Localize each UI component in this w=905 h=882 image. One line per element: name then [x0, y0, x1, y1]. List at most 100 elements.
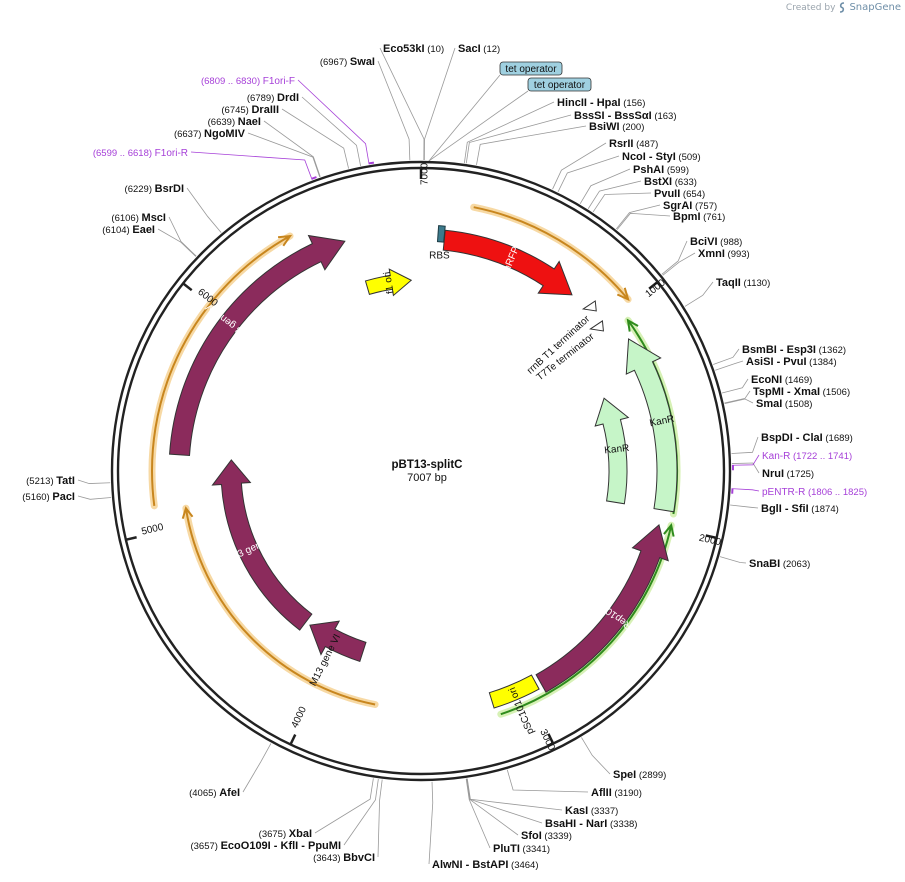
- leader-line: [731, 436, 759, 454]
- enzyme-eaei[interactable]: (6104) EaeI: [102, 224, 155, 236]
- leader-line: [77, 495, 112, 500]
- enzyme-bspdi-clai[interactable]: BspDI - ClaI (1689): [761, 432, 853, 444]
- site-name: Kan-R: [762, 451, 790, 462]
- site-name: SfoI: [521, 830, 542, 842]
- orf-arc: [151, 235, 291, 507]
- leader-line: [552, 142, 607, 190]
- leader-line: [731, 462, 760, 474]
- feature-f1-ori[interactable]: [364, 268, 413, 297]
- enzyme-ngomiv[interactable]: (6637) NgoMIV: [174, 128, 246, 140]
- enzyme-bbvci[interactable]: (3643) BbvCI: [313, 852, 375, 864]
- site-position: (757): [692, 201, 717, 212]
- site-position: (1469): [782, 375, 812, 386]
- leader-line: [719, 556, 747, 564]
- enzyme-pvuii[interactable]: PvuII (654): [654, 188, 705, 200]
- plasmid-name: pBT13-splitC: [392, 459, 463, 471]
- site-name: XbaI: [289, 828, 312, 840]
- primer-f1ori-f[interactable]: (6809 .. 6830) F1ori-F: [201, 76, 295, 87]
- enzyme-sfoi[interactable]: SfoI (3339): [521, 830, 572, 842]
- feature-kanr[interactable]: [594, 397, 630, 505]
- enzyme-drdi[interactable]: (6789) DrdI: [247, 92, 299, 104]
- enzyme-tspmi-xmai[interactable]: TspMI - XmaI (1506): [753, 386, 850, 398]
- enzyme-sgrai[interactable]: SgrAI (757): [663, 200, 717, 212]
- site-position: (6229): [125, 184, 155, 195]
- site-position: (200): [620, 122, 645, 133]
- enzyme-bsrdi[interactable]: (6229) BsrDI: [125, 183, 184, 195]
- enzyme-ncoi-styi[interactable]: NcoI - StyI (509): [622, 151, 701, 163]
- site-position: (2063): [780, 559, 810, 570]
- site-name: BsmBI - Esp3I: [742, 344, 816, 356]
- enzyme-bsssi-bsss-i[interactable]: BssSI - BssSαI (163): [574, 110, 677, 122]
- feature-m13-gene-vi[interactable]: [309, 620, 367, 663]
- enzyme-asisi-pvui[interactable]: AsiSI - PvuI (1384): [746, 356, 837, 368]
- tet-operator-box[interactable]: [499, 61, 563, 76]
- enzyme-eco53ki[interactable]: Eco53kI (10): [383, 43, 444, 55]
- enzyme-alwni-bstapi[interactable]: AlwNI - BstAPI (3464): [432, 859, 539, 871]
- enzyme-naei[interactable]: (6639) NaeI: [208, 116, 261, 128]
- tet-operator-box[interactable]: [527, 77, 592, 92]
- site-name: NaeI: [238, 116, 261, 128]
- snapgene-logo-icon: [840, 2, 845, 13]
- leader-line: [557, 155, 620, 193]
- primer-kan-r[interactable]: Kan-R (1722 .. 1741): [762, 451, 852, 462]
- enzyme-bcivi[interactable]: BciVI (988): [690, 236, 742, 248]
- feature-rep101[interactable]: [535, 523, 669, 693]
- site-name: pENTR-R: [762, 487, 805, 498]
- site-name: EcoNI: [751, 374, 782, 386]
- enzyme-snabi[interactable]: SnaBI (2063): [749, 558, 810, 570]
- leader-line: [731, 488, 760, 492]
- enzyme-bgli-sfii[interactable]: BglI - SfiI (1874): [761, 503, 839, 515]
- enzyme-msci[interactable]: (6106) MscI: [111, 212, 166, 224]
- enzyme-bsiwi[interactable]: BsiWI (200): [589, 121, 644, 133]
- enzyme-paci[interactable]: (5160) PacI: [22, 491, 75, 503]
- feature-label-f1-ori: f1 ori: [382, 271, 397, 295]
- leader-line: [662, 252, 696, 276]
- enzyme-nrui[interactable]: NruI (1725): [762, 468, 814, 480]
- enzyme-smai[interactable]: SmaI (1508): [756, 398, 812, 410]
- primer-pentr-r[interactable]: pENTR-R (1806 .. 1825): [762, 487, 867, 498]
- enzyme-xbai[interactable]: (3675) XbaI: [259, 828, 312, 840]
- site-position: (761): [701, 212, 726, 223]
- leader-line: [581, 737, 611, 775]
- feature-rrnb-t1-terminator[interactable]: [581, 300, 597, 312]
- enzyme-pshai[interactable]: PshAI (599): [633, 164, 689, 176]
- enzyme-bsmbi-esp3i[interactable]: BsmBI - Esp3I (1362): [742, 344, 846, 356]
- enzyme-saci[interactable]: SacI (12): [458, 43, 500, 55]
- orf-arrowhead: [181, 506, 194, 519]
- enzyme-taqii[interactable]: TaqII (1130): [716, 277, 770, 289]
- feature-kanr[interactable]: [625, 338, 678, 513]
- leader-line: [377, 60, 411, 161]
- site-position: (599): [664, 165, 689, 176]
- enzyme-bstxi[interactable]: BstXI (633): [644, 176, 697, 188]
- enzyme-bpmi[interactable]: BpmI (761): [673, 211, 725, 223]
- enzyme-afei[interactable]: (4065) AfeI: [189, 787, 240, 799]
- enzyme-pluti[interactable]: PluTI (3341): [493, 843, 550, 855]
- site-position: (6809 .. 6830): [201, 76, 263, 87]
- enzyme-spei[interactable]: SpeI (2899): [613, 769, 666, 781]
- orf-arrowhead: [616, 287, 630, 302]
- enzyme-draiii[interactable]: (6745) DraIII: [221, 104, 279, 116]
- site-name: AsiSI - PvuI: [746, 356, 807, 368]
- feature-t7te-terminator[interactable]: [589, 320, 604, 332]
- enzyme-kasi[interactable]: KasI (3337): [565, 805, 618, 817]
- enzyme-bsahi-nari[interactable]: BsaHI - NarI (3338): [545, 818, 637, 830]
- feature-mrfp1[interactable]: [442, 229, 573, 296]
- enzyme-aflii[interactable]: AflII (3190): [591, 787, 642, 799]
- leader-lines: [77, 47, 760, 865]
- feature-m13-gene-i[interactable]: [211, 459, 313, 631]
- enzyme-rsrii[interactable]: RsrII (487): [609, 138, 658, 150]
- leader-line: [466, 778, 543, 824]
- enzyme-swai[interactable]: (6967) SwaI: [320, 56, 375, 68]
- primer-f1ori-r[interactable]: (6599 .. 6618) F1ori-R: [93, 148, 188, 159]
- enzyme-econi[interactable]: EcoNI (1469): [751, 374, 812, 386]
- leader-line: [377, 779, 383, 858]
- enzyme-ecoo109i-kfli-ppumi[interactable]: (3657) EcoO109I - KflI - PpuMI: [190, 840, 341, 852]
- feature-psc101-ori[interactable]: [488, 674, 540, 709]
- feature-m13-gene-iv[interactable]: [169, 234, 346, 456]
- site-name: SnaBI: [749, 558, 780, 570]
- enzyme-hincii-hpai[interactable]: HincII - HpaI (156): [557, 97, 645, 109]
- plasmid-size: 7007 bp: [407, 472, 447, 484]
- enzyme-xmni[interactable]: XmnI (993): [698, 248, 750, 260]
- enzyme-tati[interactable]: (5213) TatI: [26, 475, 75, 487]
